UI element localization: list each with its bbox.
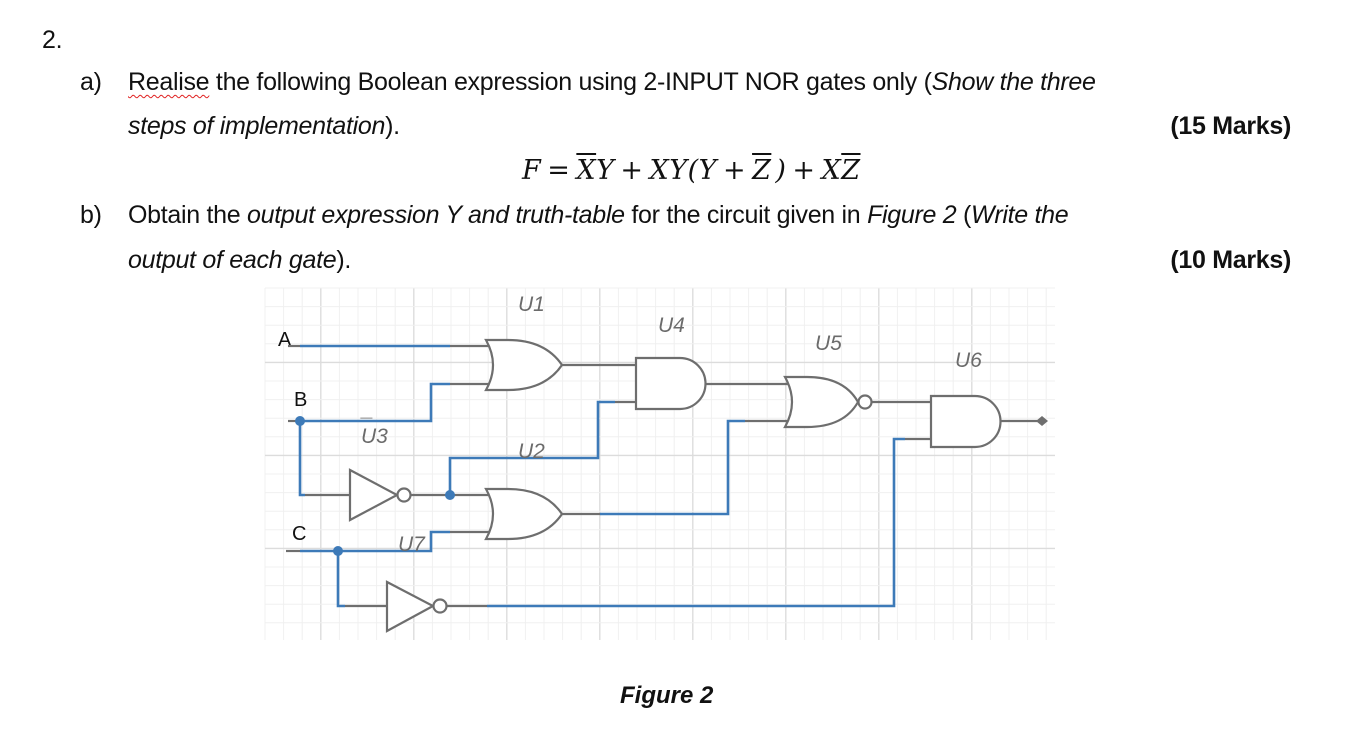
junction-u3-out	[445, 490, 455, 500]
question-number: 2.	[42, 26, 63, 54]
wire-u2-u5	[562, 419, 790, 516]
eq-term2-start: XY(Y	[649, 155, 717, 186]
wire-b-u1	[288, 382, 492, 423]
label-u7: U7	[398, 533, 426, 556]
boolean-equation: F=XY+XY(Y+Z)+XZ	[522, 155, 861, 186]
part-a-line2: steps of implementation).	[128, 114, 400, 139]
gate-u6-and	[929, 394, 1002, 449]
gate-u3-not	[348, 468, 412, 522]
gate-u7-not	[385, 580, 448, 633]
eq-term1-rest: Y	[596, 155, 615, 186]
part-b-line1-mid: for the circuit given in	[624, 201, 868, 229]
input-label-c: C	[292, 523, 306, 545]
output-y	[1001, 416, 1048, 426]
wire-c-u7	[336, 551, 387, 608]
part-b-line1-italic: output expression Y and truth-table	[247, 201, 625, 229]
part-b-marker: b)	[80, 201, 102, 229]
label-u5: U5	[815, 332, 842, 355]
label-u1: U1	[518, 293, 545, 316]
part-a-line2-italic: steps of implementation	[128, 112, 386, 140]
part-b-marks: (10 Marks)	[1170, 246, 1291, 274]
eq-plus1: +	[620, 155, 644, 186]
grid-background	[264, 287, 1055, 640]
gate-u1-or	[484, 338, 564, 392]
wire-c-u2	[286, 530, 492, 553]
gate-u5-nor	[783, 375, 873, 429]
label-u2: U2	[518, 440, 545, 463]
output-terminal-icon	[1036, 416, 1048, 426]
label-u3: U3	[361, 425, 388, 448]
part-b-line1-start: Obtain the	[128, 201, 248, 229]
gate-u2-or	[484, 487, 564, 541]
part-b-paren: (	[956, 201, 972, 229]
wire-u3-out	[411, 400, 638, 497]
part-a-line1-text: the following Boolean expression using 2…	[209, 68, 932, 96]
eq-term1-bar: X	[576, 155, 597, 186]
part-b-line1: Obtain the output expression Y and truth…	[128, 201, 1069, 229]
input-label-a: A	[278, 329, 292, 351]
junction-c	[333, 546, 343, 556]
part-a-marks: (15 Marks)	[1170, 112, 1291, 140]
label-u6: U6	[955, 349, 982, 372]
eq-equals: =	[547, 155, 571, 186]
label-u3-overbar: _	[360, 398, 374, 421]
eq-term3-bar: Z	[841, 155, 861, 186]
eq-lhs: F	[522, 155, 542, 186]
eq-plus3: +	[792, 155, 816, 186]
input-label-b: B	[294, 389, 307, 411]
part-a-line2-end: ).	[385, 112, 400, 140]
figure-caption: Figure 2	[620, 682, 714, 709]
spellcheck-word[interactable]: Realise	[128, 68, 210, 96]
part-b-figure-ref: Figure 2	[867, 201, 957, 229]
eq-term2-end: )	[775, 155, 787, 186]
eq-plus2: +	[722, 155, 747, 186]
junction-b	[295, 416, 305, 426]
eq-term3-start: X	[821, 155, 842, 186]
part-a-line1-italic: Show the three	[931, 68, 1096, 96]
eq-term2-bar: Z	[752, 155, 772, 186]
part-b-line2-end: ).	[336, 246, 352, 274]
wire-b-u3	[298, 421, 350, 497]
wire-u7-u6	[447, 437, 931, 608]
part-a-marker: a)	[80, 68, 102, 96]
part-b-line2: output of each gate).	[128, 248, 351, 273]
part-b-line1-italic-end: Write the	[971, 201, 1069, 229]
label-u4: U4	[658, 314, 685, 337]
gate-u4-and	[634, 356, 707, 411]
part-b-line2-italic: output of each gate	[128, 246, 337, 274]
part-a-line1: Realise the following Boolean expression…	[128, 70, 1096, 95]
